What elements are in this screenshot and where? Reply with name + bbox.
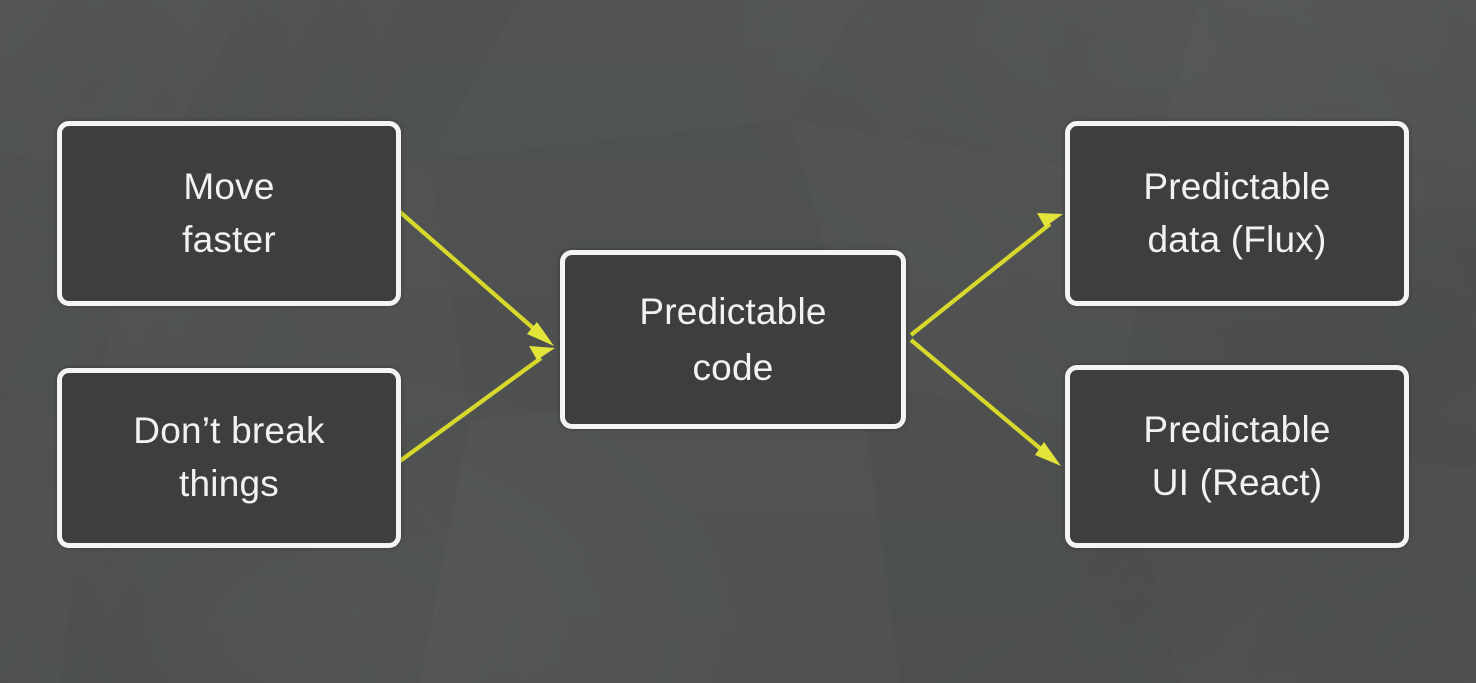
arrow-move-faster-to-predictable-code bbox=[398, 210, 554, 346]
node-predictable-data-flux[interactable]: Predictable data (Flux) bbox=[1065, 121, 1409, 306]
node-predictable-code[interactable]: Predictable code bbox=[560, 250, 906, 429]
node-dont-break-things-line-1: Don’t break bbox=[133, 410, 325, 452]
node-dont-break-things[interactable]: Don’t break things bbox=[57, 368, 401, 548]
arrow-predictable-code-to-predictable-data bbox=[909, 213, 1063, 337]
node-move-faster-line-2: faster bbox=[182, 218, 276, 260]
node-predictable-ui-line-1: Predictable bbox=[1143, 408, 1331, 450]
node-predictable-data-line-2: data (Flux) bbox=[1147, 218, 1327, 260]
node-predictable-ui-line-2: UI (React) bbox=[1151, 461, 1323, 503]
node-move-faster-line-1: Move bbox=[183, 165, 275, 207]
node-predictable-data-line-1: Predictable bbox=[1143, 165, 1331, 207]
node-predictable-code-line-1: Predictable bbox=[639, 291, 827, 332]
arrow-dont-break-things-to-predictable-code bbox=[398, 346, 555, 463]
node-predictable-code-line-2: code bbox=[692, 346, 774, 388]
node-predictable-ui-react[interactable]: Predictable UI (React) bbox=[1065, 365, 1409, 548]
arrow-predictable-code-to-predictable-ui bbox=[909, 338, 1061, 466]
node-dont-break-things-line-2: things bbox=[179, 463, 279, 504]
node-move-faster[interactable]: Move faster bbox=[57, 121, 401, 306]
